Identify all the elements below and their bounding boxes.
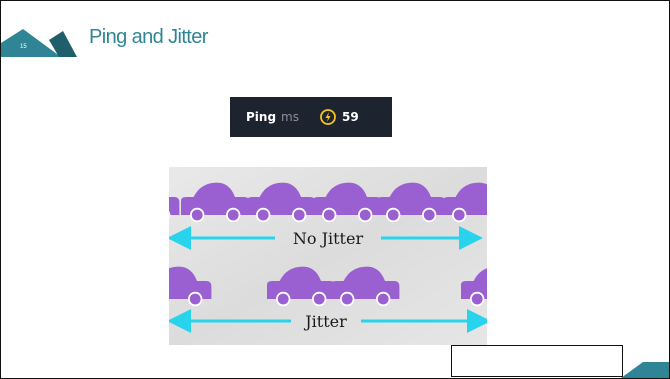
ping-label: Ping — [246, 110, 276, 124]
bottom-corner-decoration — [621, 356, 669, 378]
ping-widget: Ping ms 59 — [230, 97, 392, 137]
ping-value: 59 — [342, 110, 359, 124]
jitter-illustration: No Jitter Jitter — [169, 167, 487, 345]
note-text-box[interactable] — [451, 345, 623, 377]
slide-title: Ping and Jitter — [89, 26, 208, 49]
slide-number: 15 — [20, 44, 27, 50]
title-corner-decoration — [1, 1, 81, 71]
ping-speed-icon — [319, 108, 337, 126]
ping-unit: ms — [281, 110, 299, 124]
no-jitter-label: No Jitter — [293, 229, 364, 248]
jitter-label: Jitter — [303, 312, 347, 331]
